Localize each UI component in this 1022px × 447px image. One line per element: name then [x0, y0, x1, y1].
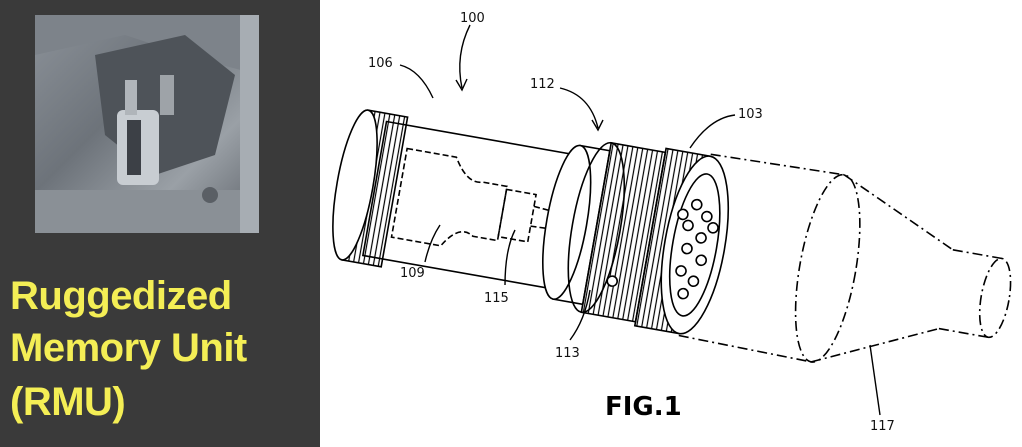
label-113: 113 [555, 346, 580, 361]
figure-title: FIG.1 [605, 392, 682, 422]
label-109: 109 [400, 266, 425, 281]
connector-assembly [332, 109, 1012, 363]
caption-line-3: (RMU) [10, 380, 126, 424]
leader-lines [399, 24, 881, 416]
caption-line-2: Memory Unit [10, 326, 247, 370]
label-115: 115 [484, 291, 509, 306]
rmu-photo [35, 15, 259, 233]
housing-117 [678, 153, 1012, 363]
caption-line-1: Ruggedized [10, 274, 232, 318]
label-117: 117 [870, 419, 895, 434]
label-106: 106 [368, 56, 393, 71]
label-112: 112 [530, 77, 555, 92]
left-panel: Ruggedized Memory Unit (RMU) [0, 0, 320, 447]
label-100: 100 [460, 11, 485, 26]
patent-drawing: 100 106 112 103 109 115 113 117 FIG.1 [332, 11, 1012, 434]
label-103: 103 [738, 107, 763, 122]
connector-pins [675, 198, 719, 300]
